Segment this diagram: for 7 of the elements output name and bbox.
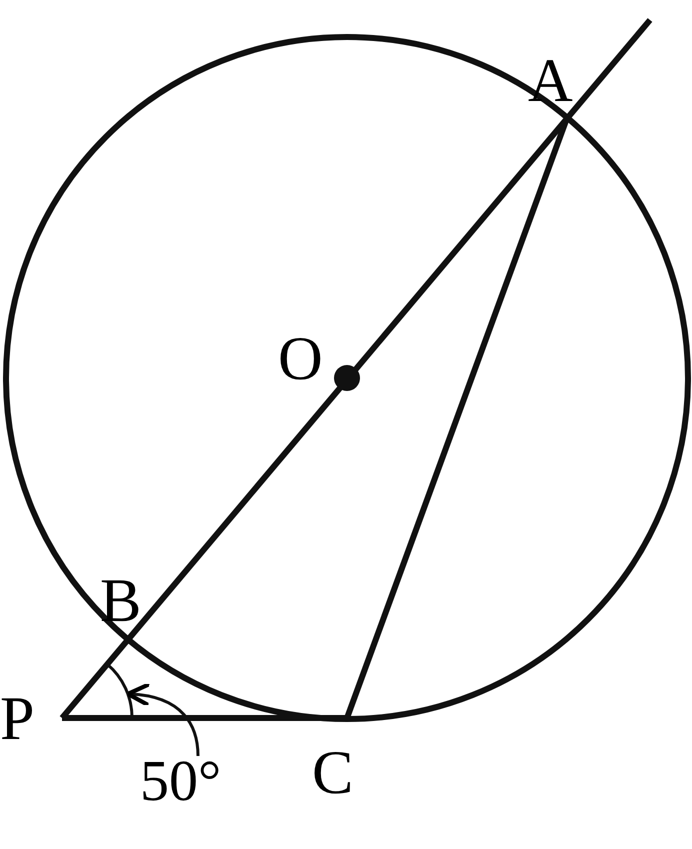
point-label: O xyxy=(278,328,323,390)
angle-label: 50° xyxy=(140,752,222,810)
point-label: P xyxy=(0,688,34,750)
leader-line xyxy=(126,683,200,756)
point-label: A xyxy=(528,50,573,112)
point-label: B xyxy=(100,570,142,632)
point-label: C xyxy=(312,742,354,804)
